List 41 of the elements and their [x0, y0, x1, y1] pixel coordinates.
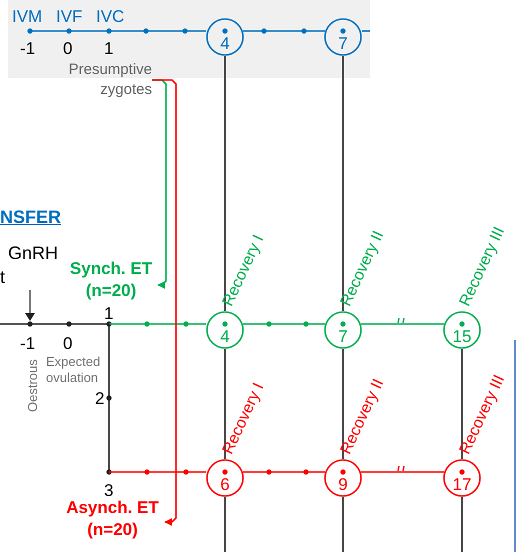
connector-line: [243, 323, 325, 325]
day-number: 0: [63, 335, 72, 352]
day-number: 2: [95, 390, 104, 407]
day-number: 6: [219, 476, 231, 493]
stage-label: Presumptive zygotes: [68, 60, 152, 99]
day-number: 1: [104, 305, 114, 322]
day-number: 3: [104, 482, 114, 499]
day-number: 7: [337, 328, 349, 345]
group-label: Asynch. ET (n=20): [65, 497, 160, 542]
connector-line: [461, 497, 463, 552]
group-label: Synch. ET (n=20): [68, 258, 154, 302]
day-number: -1: [20, 335, 36, 352]
connector-line: [224, 497, 226, 552]
day-number: 15: [452, 328, 472, 345]
connector-line: [361, 323, 444, 325]
day-number: 7: [337, 35, 349, 52]
section-heading: NSFER: [0, 208, 62, 226]
day-number: 17: [452, 476, 472, 493]
hormone-label: GnRH: [8, 244, 58, 262]
day-number: 0: [63, 40, 72, 57]
day-number: 1: [104, 40, 114, 57]
day-number: 9: [337, 476, 349, 493]
stage-label: IVC: [96, 8, 124, 25]
connector-line: [342, 349, 344, 459]
event-label: Expected ovulation: [46, 354, 102, 386]
day-number: 4: [219, 328, 231, 345]
stage-label: IVM: [12, 8, 42, 25]
hormone-label: t: [0, 268, 6, 286]
day-number: 4: [219, 35, 231, 52]
stage-label: IVF: [56, 8, 82, 25]
connector-line: [224, 349, 226, 459]
connector-line: [243, 30, 325, 32]
connector-line: [224, 56, 226, 311]
connector-line: [361, 471, 444, 473]
event-label: Oestrous: [26, 359, 39, 412]
connector-line: [342, 497, 344, 552]
bracket-arrow: [152, 79, 177, 526]
connector-line: [461, 349, 463, 459]
connector-line: [243, 471, 325, 473]
connector-line: [342, 56, 344, 311]
day-number: -1: [20, 40, 36, 57]
